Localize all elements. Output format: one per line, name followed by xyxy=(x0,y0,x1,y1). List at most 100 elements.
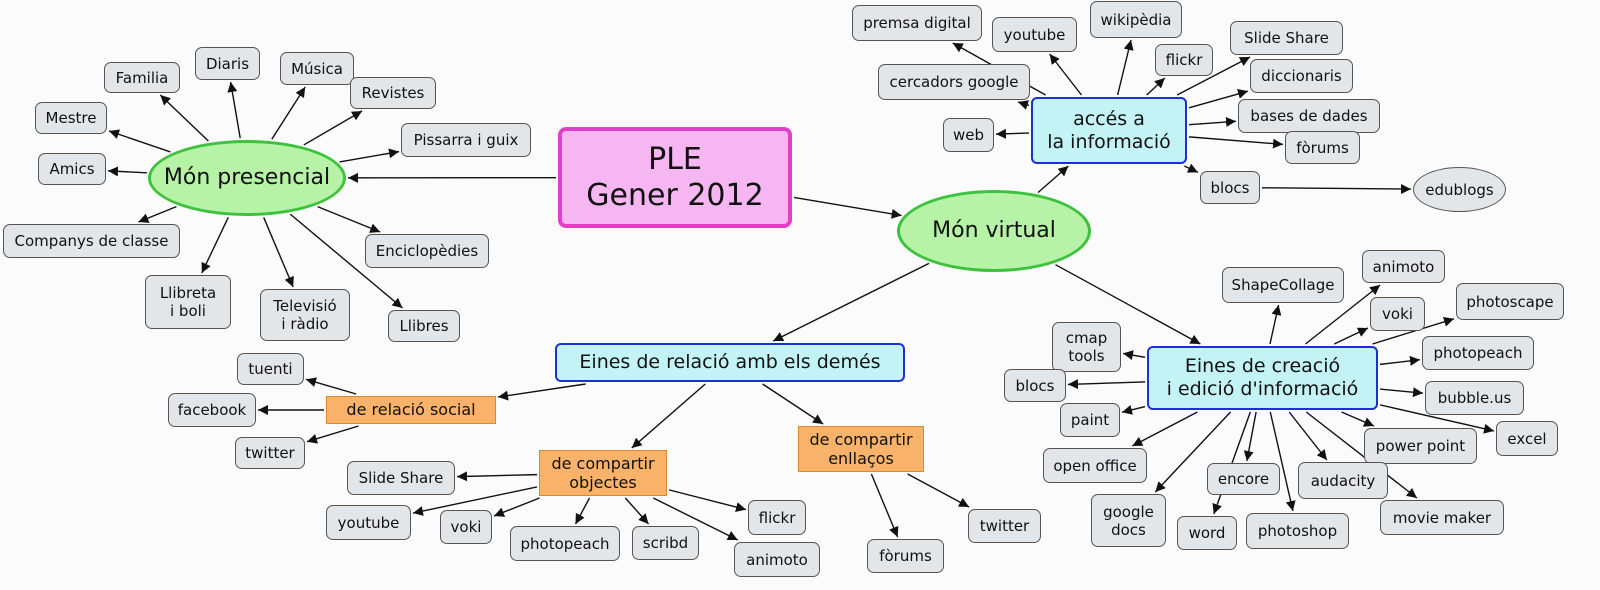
node-cercadors: cercadors google xyxy=(878,64,1030,100)
node-edublogs: edublogs xyxy=(1413,167,1506,212)
node-eines-relacio: Eines de relació amb els demés xyxy=(555,343,905,382)
node-slideshare-o: Slide Share xyxy=(347,461,455,495)
edge-mon-presencial-to-televisio xyxy=(263,217,294,288)
edge-eines-creacio-to-animoto-c xyxy=(1305,284,1381,345)
edge-eines-creacio-to-excel xyxy=(1379,404,1495,434)
node-paint: paint xyxy=(1060,403,1120,437)
node-diccionaris: diccionaris xyxy=(1250,59,1353,93)
edge-acces-to-bases xyxy=(1188,117,1237,128)
node-televisio: Televisió i ràdio xyxy=(260,289,350,341)
edge-compartir-enllacos-to-twitter-e xyxy=(907,473,970,508)
edge-eines-creacio-to-audacity xyxy=(1288,411,1328,461)
edge-compartir-objectes-to-scribd xyxy=(624,497,650,525)
node-web: web xyxy=(943,118,994,152)
edge-mon-presencial-to-mestre xyxy=(108,129,171,153)
node-photoscape: photoscape xyxy=(1456,283,1564,320)
edge-blocs-a-to-edublogs xyxy=(1261,183,1412,194)
edge-eines-creacio-to-openoffice xyxy=(1132,411,1198,447)
edge-ple-to-mon-virtual xyxy=(793,196,902,219)
edge-mon-presencial-to-familia xyxy=(159,94,209,142)
edge-eines-creacio-to-blocs-c xyxy=(1067,379,1146,390)
edge-acces-to-flickr-a xyxy=(1146,77,1166,96)
node-mestre: Mestre xyxy=(35,102,107,134)
edge-eines-creacio-to-shapecollage xyxy=(1269,304,1282,345)
node-premsa: premsa digital xyxy=(852,5,982,41)
node-twitter-e: twitter xyxy=(968,509,1041,543)
node-cmap: cmap tools xyxy=(1052,322,1121,372)
node-ple: PLE Gener 2012 xyxy=(558,127,792,228)
edge-eines-creacio-to-bubble xyxy=(1379,387,1424,398)
node-compartir-enllacos: de compartir enllaços xyxy=(798,426,924,472)
node-voki-c: voki xyxy=(1370,297,1425,331)
edge-mon-presencial-to-diaris xyxy=(227,81,241,139)
edge-compartir-objectes-to-animoto-o xyxy=(652,497,739,541)
node-mon-presencial: Món presencial xyxy=(148,140,346,216)
node-companys: Companys de classe xyxy=(3,224,180,258)
node-twitter-s: twitter xyxy=(235,437,305,469)
edge-eines-creacio-to-photoshop xyxy=(1269,411,1296,512)
edge-acces-to-cercadors xyxy=(1017,100,1030,110)
node-llibreta: Llibreta i boli xyxy=(145,275,231,329)
edge-relacio-social-to-twitter-s xyxy=(306,425,359,444)
node-flickr-o: flickr xyxy=(748,500,806,535)
node-animoto-c: animoto xyxy=(1362,250,1445,283)
edge-mon-presencial-to-pissarra xyxy=(339,148,400,163)
node-forums-e: fòrums xyxy=(867,539,944,573)
node-photopeach-c: photopeach xyxy=(1422,336,1534,370)
edge-acces-to-slideshare-a xyxy=(1176,56,1251,96)
edge-mon-presencial-to-llibreta xyxy=(201,217,229,274)
node-openoffice: open office xyxy=(1043,448,1147,483)
edge-compartir-objectes-to-voki-o xyxy=(493,497,540,517)
edge-acces-to-youtube-a xyxy=(1049,53,1083,96)
edge-acces-to-forums-a xyxy=(1188,136,1284,149)
node-moviemaker: movie maker xyxy=(1380,500,1504,535)
edge-acces-to-blocs-a xyxy=(1184,163,1199,174)
edge-compartir-enllacos-to-forums-e xyxy=(870,473,899,538)
node-forums-a: fòrums xyxy=(1285,131,1360,164)
edge-acces-to-diccionaris xyxy=(1188,89,1249,109)
node-eines-creacio: Eines de creació i edició d'informació xyxy=(1147,346,1378,410)
node-word: word xyxy=(1177,516,1237,550)
node-acces: accés a la informació xyxy=(1031,97,1187,164)
node-bases: bases de dades xyxy=(1238,99,1380,133)
edge-mon-presencial-to-companys xyxy=(138,205,177,223)
edge-eines-creacio-to-encore xyxy=(1243,411,1257,462)
node-familia: Familia xyxy=(104,62,180,93)
edge-mon-presencial-to-revistes xyxy=(303,110,363,146)
edge-eines-creacio-to-voki-c xyxy=(1333,327,1369,345)
edge-acces-to-web xyxy=(995,128,1030,139)
node-scribd: scribd xyxy=(632,526,699,560)
node-youtube-o: youtube xyxy=(326,505,411,540)
node-powerpoint: power point xyxy=(1364,428,1477,464)
node-googledocs: google docs xyxy=(1091,494,1166,547)
edge-compartir-objectes-to-slideshare-o xyxy=(456,471,538,482)
edge-mon-presencial-to-llibres xyxy=(289,213,403,309)
node-tuenti: tuenti xyxy=(237,353,304,385)
edge-compartir-objectes-to-youtube-o xyxy=(412,486,538,516)
edge-eines-creacio-to-googledocs xyxy=(1154,411,1232,493)
edge-eines-relacio-to-compartir-enllacos xyxy=(762,383,824,425)
node-shapecollage: ShapeCollage xyxy=(1222,267,1344,303)
node-facebook: facebook xyxy=(168,393,256,427)
edge-mon-presencial-to-musica xyxy=(271,86,306,140)
edge-eines-creacio-to-paint xyxy=(1121,404,1146,415)
edge-mon-virtual-to-eines-creacio xyxy=(1055,264,1201,345)
edge-mon-presencial-to-enciclopedies xyxy=(317,205,381,233)
node-photoshop: photoshop xyxy=(1246,513,1349,549)
edge-eines-relacio-to-relacio-social xyxy=(497,383,586,401)
edge-eines-creacio-to-photopeach-c xyxy=(1379,355,1421,366)
node-compartir-objectes: de compartir objectes xyxy=(539,450,667,496)
edge-eines-relacio-to-compartir-objectes xyxy=(631,383,706,449)
edge-mon-presencial-to-amics xyxy=(107,166,147,177)
node-diaris: Diaris xyxy=(195,47,260,80)
node-blocs-c: blocs xyxy=(1004,369,1066,402)
node-slideshare-a: Slide Share xyxy=(1230,21,1343,55)
edge-eines-creacio-to-powerpoint xyxy=(1341,411,1375,427)
node-excel: excel xyxy=(1496,421,1558,456)
node-voki-o: voki xyxy=(440,510,492,544)
node-mon-virtual: Món virtual xyxy=(897,190,1091,272)
edge-mon-virtual-to-acces xyxy=(1037,165,1069,194)
node-enciclopedies: Enciclopèdies xyxy=(365,234,489,268)
node-youtube-a: youtube xyxy=(992,17,1077,52)
edge-compartir-objectes-to-photopeach-o xyxy=(574,497,591,525)
